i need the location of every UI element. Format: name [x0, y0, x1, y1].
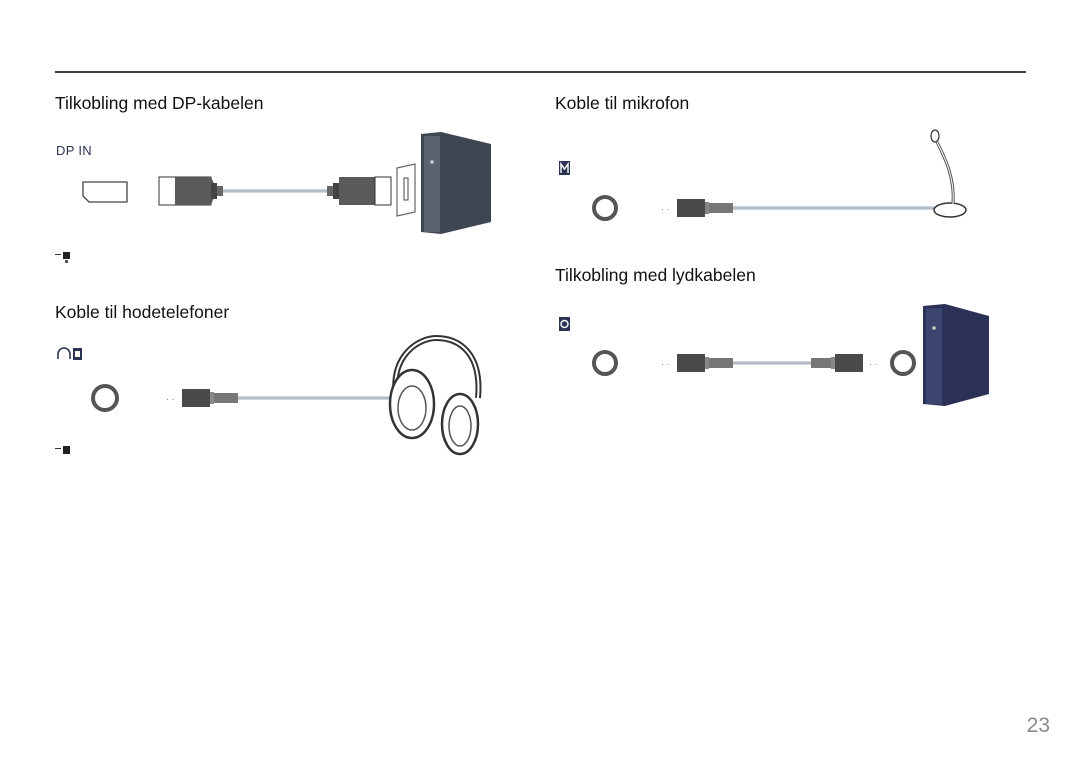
svg-text:· ·: · · — [661, 359, 670, 369]
svg-text:· ·: · · — [661, 204, 670, 214]
audio-plug-right — [835, 354, 863, 372]
dp-port-icon — [82, 181, 128, 203]
top-divider — [55, 71, 1026, 73]
headphones-connection-illustration: · · — [91, 334, 482, 456]
microphone-icon — [933, 202, 967, 218]
dp-connection-illustration — [82, 132, 491, 234]
audio-jack-port-pc — [890, 350, 916, 376]
headphones-section-title: Koble til hodetelefoner — [55, 302, 230, 322]
page-number: 23 — [1026, 714, 1050, 737]
dp-plug-right — [374, 176, 392, 206]
note-icon — [55, 252, 70, 263]
audio-jack-port-monitor — [592, 350, 618, 376]
audio-cable-connection-illustration: · · · · — [592, 304, 989, 406]
microphone-section-title: Koble til mikrofon — [555, 93, 690, 113]
svg-text:· ·: · · — [869, 359, 878, 369]
mic-icon — [559, 161, 570, 175]
dp-section-title: Tilkobling med DP-kabelen — [55, 93, 264, 113]
headphone-icon — [57, 347, 82, 360]
line-out-icon — [559, 317, 570, 331]
note-icon — [55, 446, 70, 454]
audio-cable-section-title: Tilkobling med lydkabelen — [555, 265, 756, 285]
mic-jack-port — [592, 195, 618, 221]
svg-text:· ·: · · — [166, 394, 175, 404]
headphone-jack-port — [91, 384, 119, 412]
audio-plug-left — [677, 354, 705, 372]
dp-in-port-label: DP IN — [56, 143, 92, 158]
microphone-connection-illustration: · · — [592, 129, 967, 221]
headphone-plug — [182, 389, 210, 407]
mic-plug — [677, 199, 705, 217]
